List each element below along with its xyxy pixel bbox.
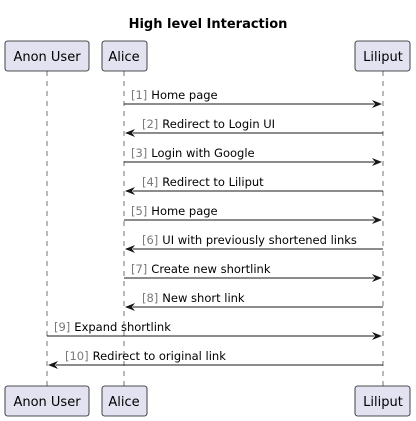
message-8: [8] New short link bbox=[125, 291, 383, 311]
participant-box bbox=[4, 385, 90, 417]
message-text: Create new shortlink bbox=[151, 262, 271, 276]
message-number: [3] bbox=[131, 146, 147, 160]
message-4: [4] Redirect to Liliput bbox=[125, 175, 383, 195]
participant-box bbox=[354, 40, 411, 72]
message-arrow-head bbox=[372, 158, 382, 166]
message-arrow-head bbox=[372, 100, 382, 108]
message-label: [9] Expand shortlink bbox=[54, 320, 171, 334]
message-text: Home page bbox=[151, 88, 217, 102]
message-label: [10] Redirect to original link bbox=[65, 349, 226, 363]
message-text: UI with previously shortened links bbox=[162, 233, 357, 247]
message-label: [3] Login with Google bbox=[131, 146, 255, 160]
lifelines bbox=[46, 71, 384, 386]
participant-label: Alice bbox=[108, 50, 139, 65]
message-label: [5] Home page bbox=[131, 204, 218, 218]
participant-alice-bottom: Alice bbox=[101, 385, 148, 417]
participant-liliput-bottom: Liliput bbox=[354, 385, 411, 417]
participant-label: Anon User bbox=[13, 395, 81, 410]
message-number: [6] bbox=[142, 233, 158, 247]
message-number: [8] bbox=[142, 291, 158, 305]
message-text: Home page bbox=[151, 204, 217, 218]
message-arrow-head bbox=[125, 187, 135, 195]
message-3: [3] Login with Google bbox=[124, 146, 382, 166]
message-number: [10] bbox=[65, 349, 89, 363]
message-label: [2] Redirect to Login UI bbox=[142, 117, 275, 131]
message-9: [9] Expand shortlink bbox=[47, 320, 382, 340]
message-6: [6] UI with previously shortened links bbox=[125, 233, 383, 253]
participant-liliput-top: Liliput bbox=[354, 40, 411, 72]
message-text: Redirect to Login UI bbox=[162, 117, 275, 131]
participant-alice-top: Alice bbox=[101, 40, 148, 72]
message-number: [4] bbox=[142, 175, 158, 189]
message-5: [5] Home page bbox=[124, 204, 382, 224]
message-arrow-head bbox=[372, 216, 382, 224]
message-label: [8] New short link bbox=[142, 291, 245, 305]
messages: [1] Home page [2] Redirect to Login UI [3] Lo… bbox=[47, 88, 383, 369]
message-label: [7] Create new shortlink bbox=[131, 262, 271, 276]
message-number: [7] bbox=[131, 262, 147, 276]
message-label: [1] Home page bbox=[131, 88, 218, 102]
participant-label: Liliput bbox=[363, 50, 403, 65]
diagram-title: High level Interaction bbox=[129, 17, 288, 32]
participant-anon-top: Anon User bbox=[4, 40, 90, 72]
message-text: Redirect to Liliput bbox=[162, 175, 264, 189]
message-10: [10] Redirect to original link bbox=[48, 349, 383, 369]
message-text: Login with Google bbox=[151, 146, 254, 160]
message-number: [2] bbox=[142, 117, 158, 131]
message-arrow-head bbox=[125, 129, 135, 137]
message-7: [7] Create new shortlink bbox=[124, 262, 382, 282]
message-number: [9] bbox=[54, 320, 70, 334]
message-text: Expand shortlink bbox=[74, 320, 171, 334]
participant-label: Anon User bbox=[13, 50, 81, 65]
participant-box bbox=[354, 385, 411, 417]
message-arrow-head bbox=[125, 245, 135, 253]
message-label: [4] Redirect to Liliput bbox=[142, 175, 264, 189]
message-text: New short link bbox=[162, 291, 245, 305]
message-arrow-head bbox=[372, 274, 382, 282]
message-number: [1] bbox=[131, 88, 147, 102]
participant-anon-bottom: Anon User bbox=[4, 385, 90, 417]
participant-label: Alice bbox=[108, 395, 139, 410]
participant-box bbox=[4, 40, 90, 72]
participants-bottom: Anon User Alice Liliput bbox=[4, 385, 411, 417]
message-1: [1] Home page bbox=[124, 88, 382, 108]
message-arrow-head bbox=[125, 303, 135, 311]
message-text: Redirect to original link bbox=[93, 349, 227, 363]
message-arrow-head bbox=[48, 361, 58, 369]
participant-box bbox=[101, 40, 148, 72]
message-number: [5] bbox=[131, 204, 147, 218]
message-label: [6] UI with previously shortened links bbox=[142, 233, 357, 247]
participants-top: Anon User Alice Liliput bbox=[4, 40, 411, 72]
message-arrow-head bbox=[372, 332, 382, 340]
participant-label: Liliput bbox=[363, 395, 403, 410]
participant-box bbox=[101, 385, 148, 417]
message-2: [2] Redirect to Login UI bbox=[125, 117, 383, 137]
